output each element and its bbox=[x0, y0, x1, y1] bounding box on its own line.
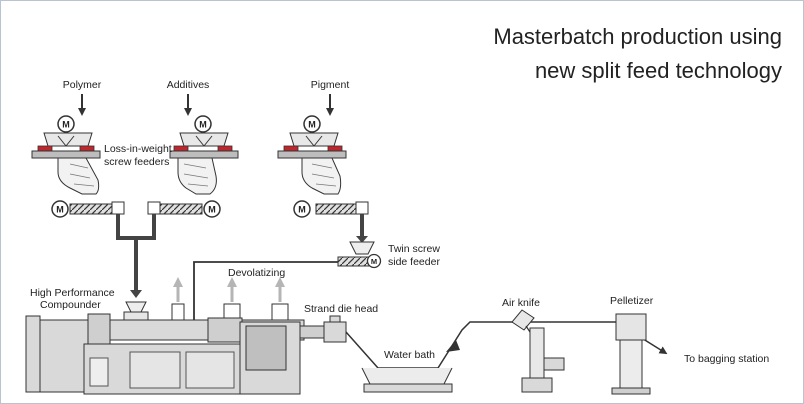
pigment-label: Pigment bbox=[311, 79, 350, 91]
feeders-label-line-1: Loss-in-weight bbox=[104, 143, 172, 155]
seal-block bbox=[327, 145, 343, 152]
feed-hopper bbox=[125, 301, 147, 313]
motor-icon bbox=[293, 200, 311, 218]
motor-icon bbox=[194, 115, 212, 133]
weighing-platform bbox=[31, 150, 101, 159]
motor-symbol: M bbox=[371, 257, 377, 266]
motor-icon bbox=[366, 253, 382, 269]
weighing-platform bbox=[169, 150, 239, 159]
bagging-label: To bagging station bbox=[684, 353, 769, 365]
polymer-feeder: M M bbox=[31, 115, 121, 218]
twin-screw-label-line-2: side feeder bbox=[388, 256, 440, 268]
pigment-feeder: M M bbox=[277, 115, 361, 218]
devolatizing-label: Devolatizing bbox=[228, 267, 285, 279]
motor-symbol: M bbox=[208, 205, 216, 215]
motor-symbol: M bbox=[298, 205, 306, 215]
feeders-label-line-2: screw feeders bbox=[104, 156, 169, 168]
strand-die-head-label: Strand die head bbox=[304, 303, 378, 315]
seal-block bbox=[283, 145, 299, 152]
compounder bbox=[25, 301, 347, 395]
seal-block bbox=[79, 145, 95, 152]
motor-symbol: M bbox=[199, 120, 207, 130]
strand-arrow bbox=[446, 340, 460, 352]
pelletizer-label: Pelletizer bbox=[610, 295, 654, 307]
feed-screw bbox=[315, 203, 361, 215]
motor-icon bbox=[57, 115, 75, 133]
compounder-label-line-1: High Performance bbox=[30, 287, 115, 299]
title-line-2: new split feed technology bbox=[535, 58, 782, 83]
pigment-feed-pipe bbox=[355, 201, 369, 243]
weighing-platform bbox=[277, 150, 347, 159]
water-bath-label: Water bath bbox=[384, 349, 435, 361]
title-line-1: Masterbatch production using bbox=[493, 24, 782, 49]
seal-block bbox=[37, 145, 53, 152]
motor-icon bbox=[303, 115, 321, 133]
feed-screw bbox=[337, 256, 371, 267]
pelletizer bbox=[611, 313, 651, 395]
combined-feed-pipe bbox=[111, 201, 161, 298]
motor-symbol: M bbox=[56, 205, 64, 215]
vent-arrows bbox=[173, 277, 285, 302]
strand-die-head bbox=[323, 321, 347, 343]
additives-feeder: M M bbox=[151, 115, 239, 218]
motor-symbol: M bbox=[62, 120, 70, 130]
compounder-label-line-2: Compounder bbox=[40, 299, 101, 311]
additives-label: Additives bbox=[167, 79, 210, 91]
air-knife bbox=[511, 309, 565, 393]
polymer-label: Polymer bbox=[63, 79, 102, 91]
seal-block bbox=[173, 145, 189, 152]
water-bath bbox=[361, 367, 453, 393]
air-knife-label: Air knife bbox=[502, 297, 540, 309]
twin-screw-label-line-1: Twin screw bbox=[388, 243, 440, 255]
seal-block bbox=[217, 145, 233, 152]
motor-icon bbox=[51, 200, 69, 218]
motor-symbol: M bbox=[308, 120, 316, 130]
motor-icon bbox=[203, 200, 221, 218]
